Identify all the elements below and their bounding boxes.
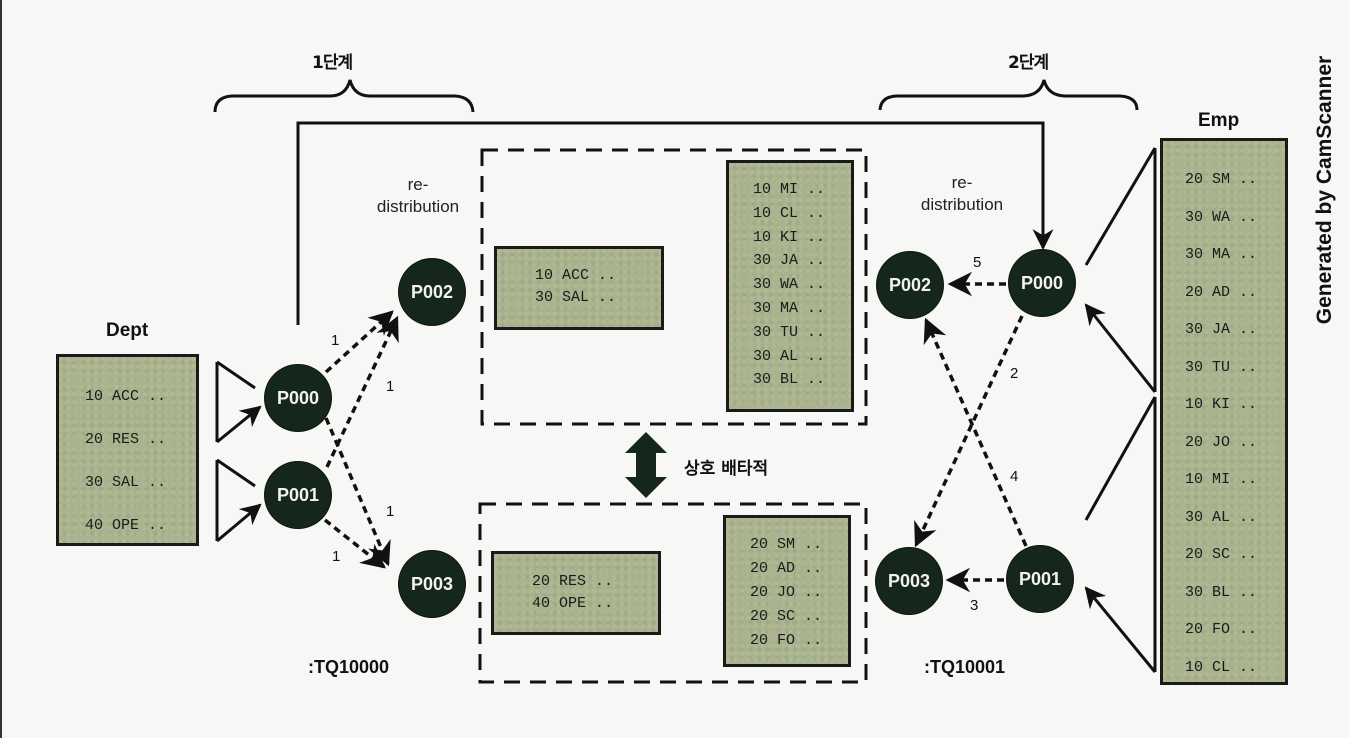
dept-table-title: Dept [106, 320, 149, 341]
emp-row: 20 FO .. [1185, 621, 1258, 638]
node-right-p001: P001 [1007, 546, 1073, 612]
partition-row: 30 BL .. [753, 371, 826, 389]
upper-group-border [480, 148, 868, 426]
broadcast-line [296, 121, 1054, 325]
edge-label: 1 [386, 503, 395, 520]
upper-emp-partition: 10 MI .. 10 CL .. 10 KI .. 30 JA .. 30 W… [726, 160, 854, 412]
emp-table-title: Emp [1198, 110, 1240, 131]
dept-scan-p000 [215, 360, 256, 442]
redistribution-line: re- [951, 173, 973, 192]
emp-row: 30 TU .. [1185, 358, 1258, 376]
edge-label: 1 [386, 378, 395, 395]
edge-label: 3 [970, 597, 979, 614]
dept-table: 10 ACC .. 20 RES .. 30 SAL .. 40 OPE .. [56, 354, 199, 546]
partition-row: 10 CL .. [753, 204, 826, 222]
emp-table: 20 SM .. 30 WA .. 30 MA .. 20 AD .. 30 J… [1160, 138, 1288, 685]
emp-scan-p001 [1084, 396, 1157, 672]
partition-row: 30 JA .. [753, 252, 826, 270]
redistribution-line: distribution [920, 195, 1004, 214]
lower-group-border [478, 502, 868, 684]
emp-row: 20 JO .. [1185, 433, 1258, 451]
dept-scan-p001 [215, 458, 256, 541]
emp-row: 10 MI .. [1185, 471, 1258, 488]
edge-r-p001-p002 [923, 317, 1028, 547]
stage2-label: 2단계 [1008, 53, 1049, 73]
emp-row: 20 SC .. [1185, 546, 1258, 563]
upper-dept-partition: 10 ACC .. 30 SAL .. [494, 246, 664, 330]
stage1-label: 1단계 [312, 53, 353, 73]
tq-label-left: :TQ10000 [308, 657, 390, 677]
partition-row: 40 OPE .. [532, 595, 614, 612]
stage2-brace [878, 79, 1139, 111]
mutually-exclusive-arrow [625, 432, 667, 498]
dept-row: 10 ACC .. [85, 388, 167, 405]
stage1-brace [213, 79, 475, 113]
edge-label: 1 [331, 332, 340, 349]
edge-r-p000-p003 [914, 315, 1024, 548]
tq-label-right: :TQ10001 [924, 657, 1006, 677]
partition-row: 30 MA .. [753, 299, 826, 317]
mutually-exclusive-label: 상호 배타적 [684, 459, 769, 479]
emp-row: 30 AL .. [1185, 508, 1258, 526]
redistribution-line: re- [407, 175, 429, 194]
emp-row: 30 BL .. [1185, 583, 1258, 601]
lower-emp-partition: 20 SM .. 20 AD .. 20 JO .. 20 SC .. 20 F… [723, 515, 851, 667]
page-left-edge [0, 0, 2, 738]
redistribution-label-left: re- distribution [368, 174, 468, 218]
emp-row: 10 KI .. [1185, 396, 1258, 413]
partition-row: 20 AD .. [750, 560, 823, 577]
edge-p001-p003 [323, 518, 386, 569]
redistribution-line: distribution [376, 197, 460, 216]
node-mid-p002: P002 [399, 259, 465, 325]
lower-dept-partition: 20 RES .. 40 OPE .. [491, 551, 661, 635]
partition-row: 30 WA .. [753, 276, 826, 294]
edge-label: 4 [1010, 468, 1019, 485]
edge-p001-p002 [325, 315, 399, 468]
emp-row: 30 JA .. [1185, 321, 1258, 338]
node-mid-p003: P003 [399, 551, 465, 617]
dept-row: 30 SAL .. [85, 474, 167, 491]
node-right-p002: P002 [877, 252, 943, 318]
node-left-p001: P001 [265, 462, 331, 528]
partition-row: 30 TU .. [753, 323, 826, 341]
partition-row: 20 RES .. [532, 573, 614, 590]
partition-row: 20 SC .. [750, 608, 823, 625]
emp-row: 10 CL .. [1185, 658, 1258, 676]
dept-row: 40 OPE .. [85, 517, 167, 534]
edge-label: 2 [1010, 365, 1019, 382]
edge-label: 5 [973, 254, 982, 271]
edge-p000-p003 [324, 417, 391, 567]
emp-row: 30 MA .. [1185, 246, 1258, 263]
partition-row: 10 ACC .. [535, 267, 617, 284]
watermark: Generated by CamScanner [1313, 55, 1336, 325]
node-left-p000: P000 [265, 365, 331, 431]
emp-row: 20 SM .. [1185, 171, 1258, 188]
partition-row: 10 MI .. [753, 181, 826, 198]
partition-row: 20 JO .. [750, 584, 823, 601]
emp-row: 20 AD .. [1185, 283, 1258, 301]
node-right-p000: P000 [1009, 250, 1075, 316]
emp-row: 30 WA .. [1185, 208, 1258, 226]
dept-row: 20 RES .. [85, 431, 167, 448]
redistribution-label-right: re- distribution [912, 172, 1012, 216]
partition-row: 10 KI .. [753, 228, 826, 246]
partition-row: 20 SM .. [750, 536, 823, 553]
edge-label: 1 [332, 548, 341, 565]
partition-row: 20 FO .. [750, 632, 823, 649]
node-right-p003: P003 [876, 548, 942, 614]
emp-scan-p000 [1084, 147, 1157, 392]
partition-row: 30 AL .. [753, 347, 826, 365]
partition-row: 30 SAL .. [535, 289, 617, 306]
